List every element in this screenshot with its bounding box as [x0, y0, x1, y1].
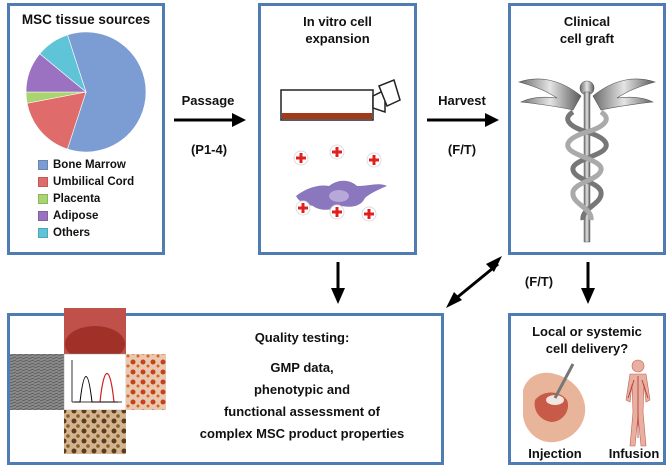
legend-swatch-adipose	[38, 211, 48, 221]
legend-label-adipose: Adipose	[53, 210, 99, 222]
legend-swatch-others	[38, 228, 48, 238]
caduceus-icon	[517, 78, 657, 243]
delivery-ft-label: (F/T)	[524, 274, 554, 289]
heart-injection-icon	[523, 363, 586, 443]
quality-micrographs-collage	[10, 308, 166, 454]
infusion-label: Infusion	[608, 446, 660, 461]
tissue-sources-panel: MSC tissue sources Bone Marrow Umbilical…	[7, 3, 165, 255]
harvest-label: Harvest	[438, 93, 486, 108]
delivery-title-line2: cell delivery?	[545, 341, 629, 356]
tissue-sources-title: MSC tissue sources	[21, 12, 151, 27]
quality-line-4: complex MSC product properties	[199, 426, 405, 441]
legend-swatch-bone-marrow	[38, 160, 48, 170]
tissue-sources-legend: Bone Marrow Umbilical Cord Placenta Adip…	[38, 158, 163, 250]
quality-testing-panel: Quality testing: GMP data, phenotypic an…	[7, 308, 444, 465]
expansion-title-line2: expansion	[305, 31, 370, 46]
graft-to-delivery-arrow-icon	[581, 262, 595, 304]
legend-label-placenta: Placenta	[53, 193, 101, 205]
passage-label: Passage	[181, 93, 235, 108]
clinical-graft-panel: Clinical cell graft	[508, 3, 666, 255]
legend-label-others: Others	[53, 227, 91, 239]
harvest-sub-label: (F/T)	[447, 142, 477, 157]
tissue-sources-pie-chart	[25, 31, 147, 153]
pie-slice-bone-marrow	[67, 31, 147, 153]
legend-item-bone-marrow: Bone Marrow	[38, 158, 126, 172]
quality-line-1: GMP data,	[270, 360, 334, 375]
cells-with-growth-factors-icon	[293, 144, 387, 222]
passage-arrow-icon	[174, 113, 246, 127]
growth-factor-plus-icons	[293, 144, 382, 222]
quality-line-2: phenotypic and	[253, 382, 351, 397]
expansion-title-line1: In vitro cell	[303, 14, 372, 29]
legend-label-bone-marrow: Bone Marrow	[53, 159, 126, 171]
pie-slice-others	[39, 34, 87, 93]
pie-slice-umbilical-cord	[26, 91, 87, 150]
graft-quality-double-arrow-icon	[446, 256, 502, 308]
expansion-to-quality-arrow-icon	[331, 262, 345, 304]
legend-item-umbilical-cord: Umbilical Cord	[38, 175, 134, 189]
quality-title: Quality testing:	[254, 330, 350, 345]
legend-item-placenta: Placenta	[38, 192, 100, 206]
legend-item-others: Others	[38, 226, 90, 240]
culture-flask-icon	[280, 78, 401, 121]
human-body-infusion-icon	[625, 359, 651, 447]
legend-label-umbilical-cord: Umbilical Cord	[53, 176, 135, 188]
injection-label: Injection	[528, 446, 582, 461]
cell-delivery-panel: Local or systemic cell delivery? Injecti…	[508, 313, 666, 465]
harvest-arrow-icon	[427, 113, 499, 127]
passage-sub-label: (P1-4)	[190, 142, 228, 157]
expansion-panel: In vitro cell expansion	[258, 3, 417, 255]
legend-swatch-umbilical-cord	[38, 177, 48, 187]
delivery-title-line1: Local or systemic	[532, 324, 642, 339]
legend-item-adipose: Adipose	[38, 209, 98, 223]
quality-line-3: functional assessment of	[223, 404, 381, 419]
graft-title-line2: cell graft	[559, 31, 615, 46]
legend-swatch-placenta	[38, 194, 48, 204]
graft-title-line1: Clinical	[563, 14, 611, 29]
